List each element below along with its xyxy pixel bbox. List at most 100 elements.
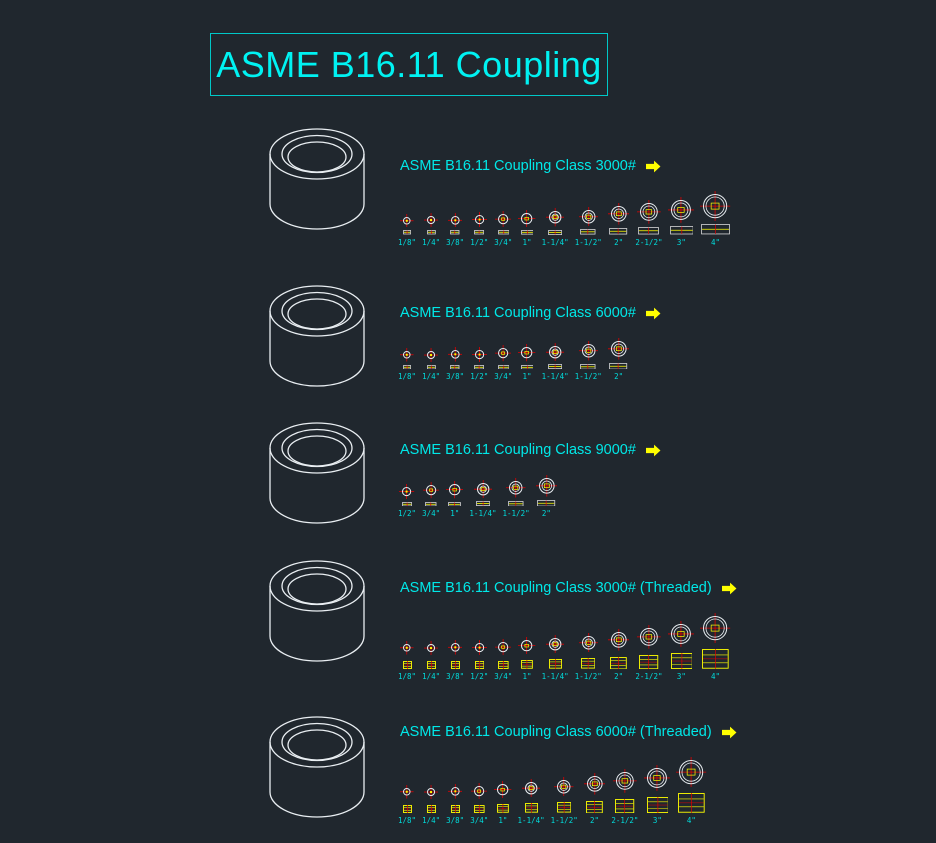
size-label: 2-1/2" xyxy=(611,815,639,825)
coupling-top-view-symbol xyxy=(399,483,415,499)
coupling-side-view-symbol xyxy=(426,230,436,235)
coupling-top-view-symbol xyxy=(578,632,598,653)
size-label: 3/4" xyxy=(494,671,513,681)
coupling-side-view-symbol xyxy=(702,649,729,669)
size-symbol-cell: 1/2" xyxy=(398,483,416,518)
coupling-side-view-symbol xyxy=(450,230,460,235)
size-symbol-cell: 1/8" xyxy=(398,348,416,381)
coupling-top-view-symbol xyxy=(400,348,414,362)
coupling-top-view-symbol xyxy=(400,213,414,228)
coupling-top-view-symbol xyxy=(668,620,695,647)
size-symbol-cell: 4" xyxy=(700,191,731,247)
size-label: 1" xyxy=(450,509,460,519)
size-label: 2" xyxy=(614,237,624,247)
coupling-top-view-symbol xyxy=(400,641,414,655)
yellow-right-arrow-icon xyxy=(721,726,737,738)
coupling-side-view-symbol xyxy=(581,658,596,669)
size-symbol-cell: 1/4" xyxy=(422,784,441,825)
section-content: ASME B16.11 Coupling Class 9000# 1/2" 3/4… xyxy=(394,418,661,518)
section-label-row: ASME B16.11 Coupling Class 9000# xyxy=(400,442,661,458)
size-symbol-cell: 4" xyxy=(700,613,731,681)
coupling-side-view-symbol xyxy=(403,364,412,370)
coupling-side-view-symbol xyxy=(402,501,413,507)
section-label: ASME B16.11 Coupling Class 9000# xyxy=(400,442,636,458)
size-symbol-cell: 2" xyxy=(583,772,606,825)
coupling-side-view-symbol xyxy=(474,230,485,235)
coupling-top-view-symbol xyxy=(607,628,630,651)
size-symbol-cell: 1/4" xyxy=(422,347,441,382)
coupling-side-view-symbol xyxy=(498,660,509,669)
size-label: 1-1/2" xyxy=(574,671,602,681)
size-symbol-cell: 3/8" xyxy=(446,212,464,247)
size-label: 1/4" xyxy=(422,372,441,382)
section-label-row: ASME B16.11 Coupling Class 3000# xyxy=(400,158,731,174)
coupling-side-view-symbol xyxy=(448,501,462,507)
size-label: 1" xyxy=(522,237,532,247)
size-label: 1/8" xyxy=(398,372,417,382)
size-label: 1-1/2" xyxy=(550,815,578,825)
size-symbol-cell: 1-1/4" xyxy=(541,634,569,681)
size-symbol-cell: 3/4" xyxy=(422,482,440,518)
coupling-side-view-symbol xyxy=(670,652,693,669)
coupling-side-view-symbol xyxy=(678,793,705,813)
coupling-side-view-symbol xyxy=(497,230,509,235)
coupling-side-view-symbol xyxy=(450,364,460,370)
coupling-top-view-symbol xyxy=(471,782,488,799)
coupling-section: ASME B16.11 Coupling Class 6000# (Thread… xyxy=(266,712,737,825)
coupling-top-view-symbol xyxy=(545,342,565,362)
coupling-side-view-symbol xyxy=(524,803,538,813)
coupling-top-view-symbol xyxy=(495,210,512,228)
coupling-top-view-symbol xyxy=(446,481,464,499)
coupling-top-view-symbol xyxy=(518,209,536,227)
yellow-right-arrow-icon xyxy=(645,160,661,172)
coupling-top-view-symbol xyxy=(644,764,671,791)
section-label-row: ASME B16.11 Coupling Class 6000# (Thread… xyxy=(400,724,737,740)
size-symbol-cell: 4" xyxy=(676,757,707,825)
yellow-right-arrow-icon xyxy=(721,582,737,594)
section-label: ASME B16.11 Coupling Class 3000# (Thread… xyxy=(400,580,712,596)
coupling-side-view-symbol xyxy=(508,500,524,507)
size-symbol-cell: 1-1/4" xyxy=(518,778,545,825)
coupling-side-view-symbol xyxy=(475,501,490,507)
size-label: 4" xyxy=(710,237,720,247)
coupling-side-view-symbol xyxy=(701,224,730,235)
coupling-top-view-symbol xyxy=(447,212,463,228)
size-label: 3" xyxy=(676,237,686,247)
section-label: ASME B16.11 Coupling Class 3000# xyxy=(400,158,636,174)
size-symbol-cell: 1-1/4" xyxy=(542,208,569,247)
size-label: 3/4" xyxy=(470,815,489,825)
size-label: 2" xyxy=(614,372,624,382)
coupling-side-view-symbol xyxy=(557,802,572,813)
size-symbol-cell: 3/4" xyxy=(494,345,512,381)
coupling-top-view-symbol xyxy=(495,638,512,655)
coupling-side-view-symbol xyxy=(402,660,412,669)
size-symbol-cell: 3" xyxy=(644,764,671,825)
size-label: 3/8" xyxy=(446,815,465,825)
coupling-side-view-symbol xyxy=(425,501,437,507)
coupling-side-view-symbol xyxy=(609,228,628,235)
coupling-side-view-symbol xyxy=(450,660,460,669)
coupling-top-view-symbol xyxy=(473,479,493,499)
coupling-side-view-symbol xyxy=(497,364,509,370)
size-symbol-cell: 1/4" xyxy=(422,640,440,681)
coupling-top-view-symbol xyxy=(607,203,630,226)
coupling-side-view-symbol xyxy=(615,798,635,813)
size-symbols-row: 1/8" 1/4" 3/8" 3/4" 1" 1-1/4" 1-1/2" 2" 2-1/2" 3"… xyxy=(398,757,737,825)
size-label: 1/8" xyxy=(398,237,417,247)
coupling-isometric-drawing xyxy=(269,128,365,230)
coupling-top-view-symbol xyxy=(518,636,536,655)
section-label-row: ASME B16.11 Coupling Class 3000# (Thread… xyxy=(400,580,737,596)
section-content: ASME B16.11 Coupling Class 3000# (Thread… xyxy=(394,556,737,681)
size-symbol-cell: 1/8" xyxy=(398,213,417,247)
coupling-top-view-symbol xyxy=(424,640,439,655)
size-symbol-cell: 3/8" xyxy=(446,784,464,825)
coupling-isometric-drawing xyxy=(269,285,365,387)
section-content: ASME B16.11 Coupling Class 3000# 1/8"1/4… xyxy=(394,124,731,247)
size-label: 1-1/4" xyxy=(541,671,569,681)
size-label: 1/4" xyxy=(422,815,441,825)
coupling-top-view-symbol xyxy=(637,624,661,649)
size-label: 1" xyxy=(498,815,508,825)
coupling-top-view-symbol xyxy=(535,475,558,497)
size-symbol-cell: 1/8" xyxy=(398,785,416,825)
